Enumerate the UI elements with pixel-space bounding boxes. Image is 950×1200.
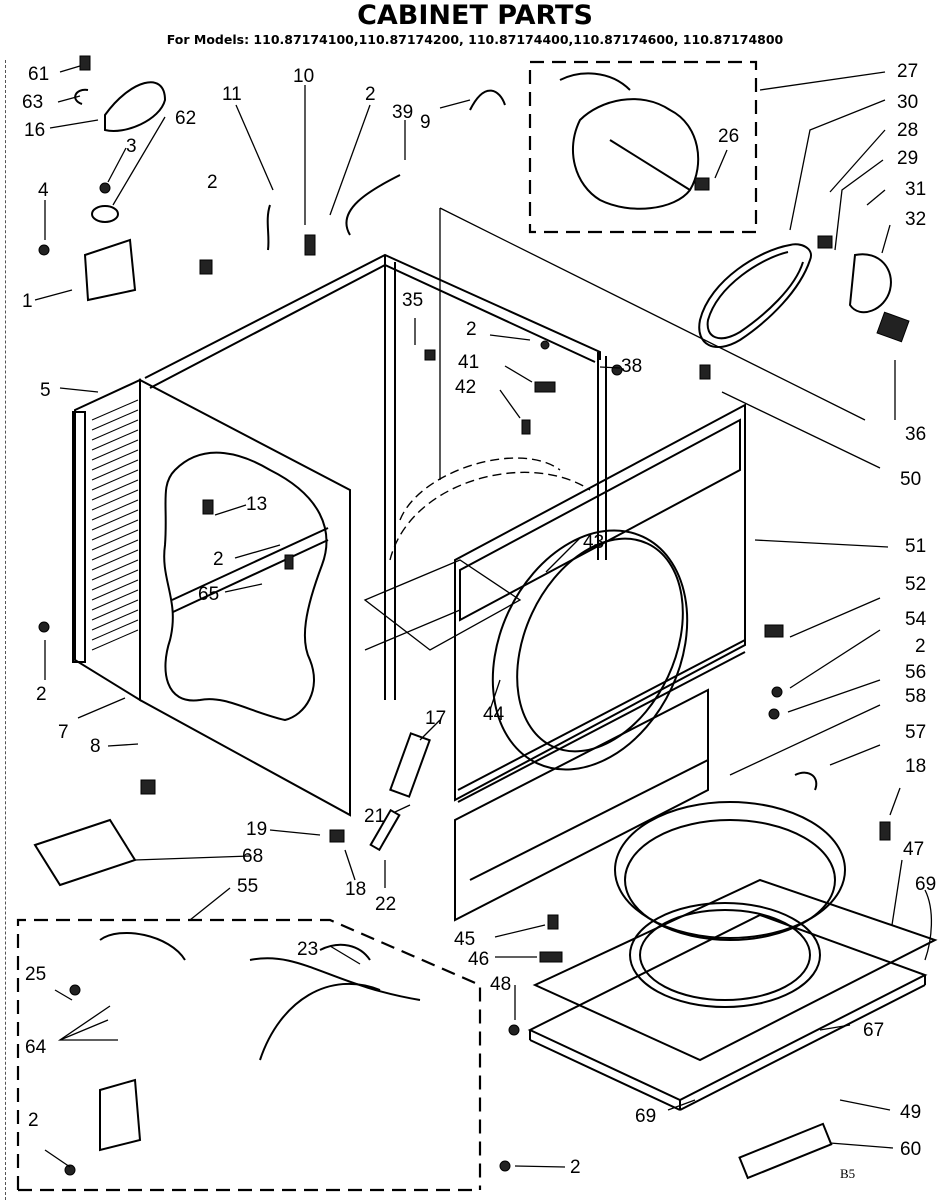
callout-31: 31: [905, 179, 926, 200]
control-box: [16, 918, 482, 1192]
page-edge-line: [5, 60, 7, 1200]
callout-50: 50: [900, 469, 921, 490]
callout-2-h: 2: [570, 1157, 581, 1178]
callout-27: 27: [897, 61, 918, 82]
callout-56: 56: [905, 662, 926, 683]
callout-61: 61: [28, 64, 49, 85]
callout-29: 29: [897, 148, 918, 169]
callout-18-a: 18: [905, 756, 926, 777]
callout-42: 42: [455, 377, 476, 398]
callout-21: 21: [364, 806, 385, 827]
callout-69-b: 69: [635, 1106, 656, 1127]
callout-4: 4: [38, 180, 49, 201]
cabinet-top-frame: [144, 207, 866, 700]
callout-68: 68: [242, 846, 263, 867]
callout-2-c: 2: [466, 319, 477, 340]
callout-22: 22: [375, 894, 396, 915]
callout-2-a: 2: [207, 172, 218, 193]
callout-47: 47: [903, 839, 924, 860]
model-list: For Models: 110.87174100,110.87174200, 1…: [166, 32, 784, 47]
cabinet-left-side-panel: [139, 378, 351, 817]
callout-13: 13: [246, 494, 267, 515]
callout-64: 64: [25, 1037, 47, 1058]
callout-labels: 61 63 16 3 62 4 1 11 10 2 2 39 9 27 26 3…: [22, 61, 936, 1181]
toe-panel: [454, 688, 709, 922]
callout-54: 54: [905, 609, 927, 630]
callout-62: 62: [175, 108, 196, 129]
callout-18-b: 18: [345, 879, 366, 900]
small-hardware: [33, 55, 891, 1180]
callout-28: 28: [897, 120, 918, 141]
callout-41: 41: [458, 352, 479, 373]
callout-11: 11: [222, 84, 242, 105]
callout-2-b: 2: [365, 84, 376, 105]
callout-25: 25: [25, 964, 46, 985]
callout-38: 38: [621, 356, 642, 377]
callout-5: 5: [40, 380, 51, 401]
callout-69-a: 69: [915, 874, 936, 895]
callout-8: 8: [90, 736, 101, 757]
callout-58: 58: [905, 686, 926, 707]
callout-45: 45: [454, 929, 475, 950]
callout-49: 49: [900, 1102, 921, 1123]
callout-67: 67: [863, 1020, 884, 1041]
drive-belt: [698, 243, 812, 349]
callout-65: 65: [198, 584, 219, 605]
base-assembly: [527, 801, 938, 1111]
drum-outline: [363, 457, 591, 651]
callout-2-f: 2: [915, 636, 926, 657]
front-panel: [454, 403, 746, 803]
callout-17: 17: [425, 708, 446, 729]
callout-16: 16: [24, 120, 45, 141]
callout-51: 51: [905, 536, 926, 557]
callout-60: 60: [900, 1139, 921, 1160]
cabinet-rear-panel: [72, 378, 141, 702]
page-code: B5: [840, 1166, 855, 1181]
idler-bracket: [817, 235, 910, 343]
motor-box: [528, 60, 758, 234]
callout-19: 19: [246, 819, 267, 840]
callout-7: 7: [58, 722, 69, 743]
callout-48: 48: [490, 974, 511, 995]
callout-10: 10: [293, 66, 314, 87]
callout-57: 57: [905, 722, 926, 743]
callout-46: 46: [468, 949, 489, 970]
callout-55: 55: [237, 876, 258, 897]
callout-2-d: 2: [213, 549, 224, 570]
diagram-title: CABINET PARTS: [357, 0, 593, 31]
callout-52: 52: [905, 574, 926, 595]
callout-39: 39: [392, 102, 413, 123]
callout-44: 44: [483, 704, 505, 725]
callout-43: 43: [583, 532, 604, 553]
callout-35: 35: [402, 290, 423, 311]
callout-9: 9: [420, 112, 431, 133]
callout-32: 32: [905, 209, 926, 230]
callout-36: 36: [905, 424, 926, 445]
callout-63: 63: [22, 92, 43, 113]
callout-2-e: 2: [36, 684, 47, 705]
callout-26: 26: [718, 126, 739, 147]
leader-lines: [34, 65, 933, 1168]
callout-3: 3: [126, 136, 137, 157]
callout-2-g: 2: [28, 1110, 39, 1131]
callout-1: 1: [22, 291, 33, 312]
callout-30: 30: [897, 92, 918, 113]
callout-23: 23: [297, 939, 318, 960]
